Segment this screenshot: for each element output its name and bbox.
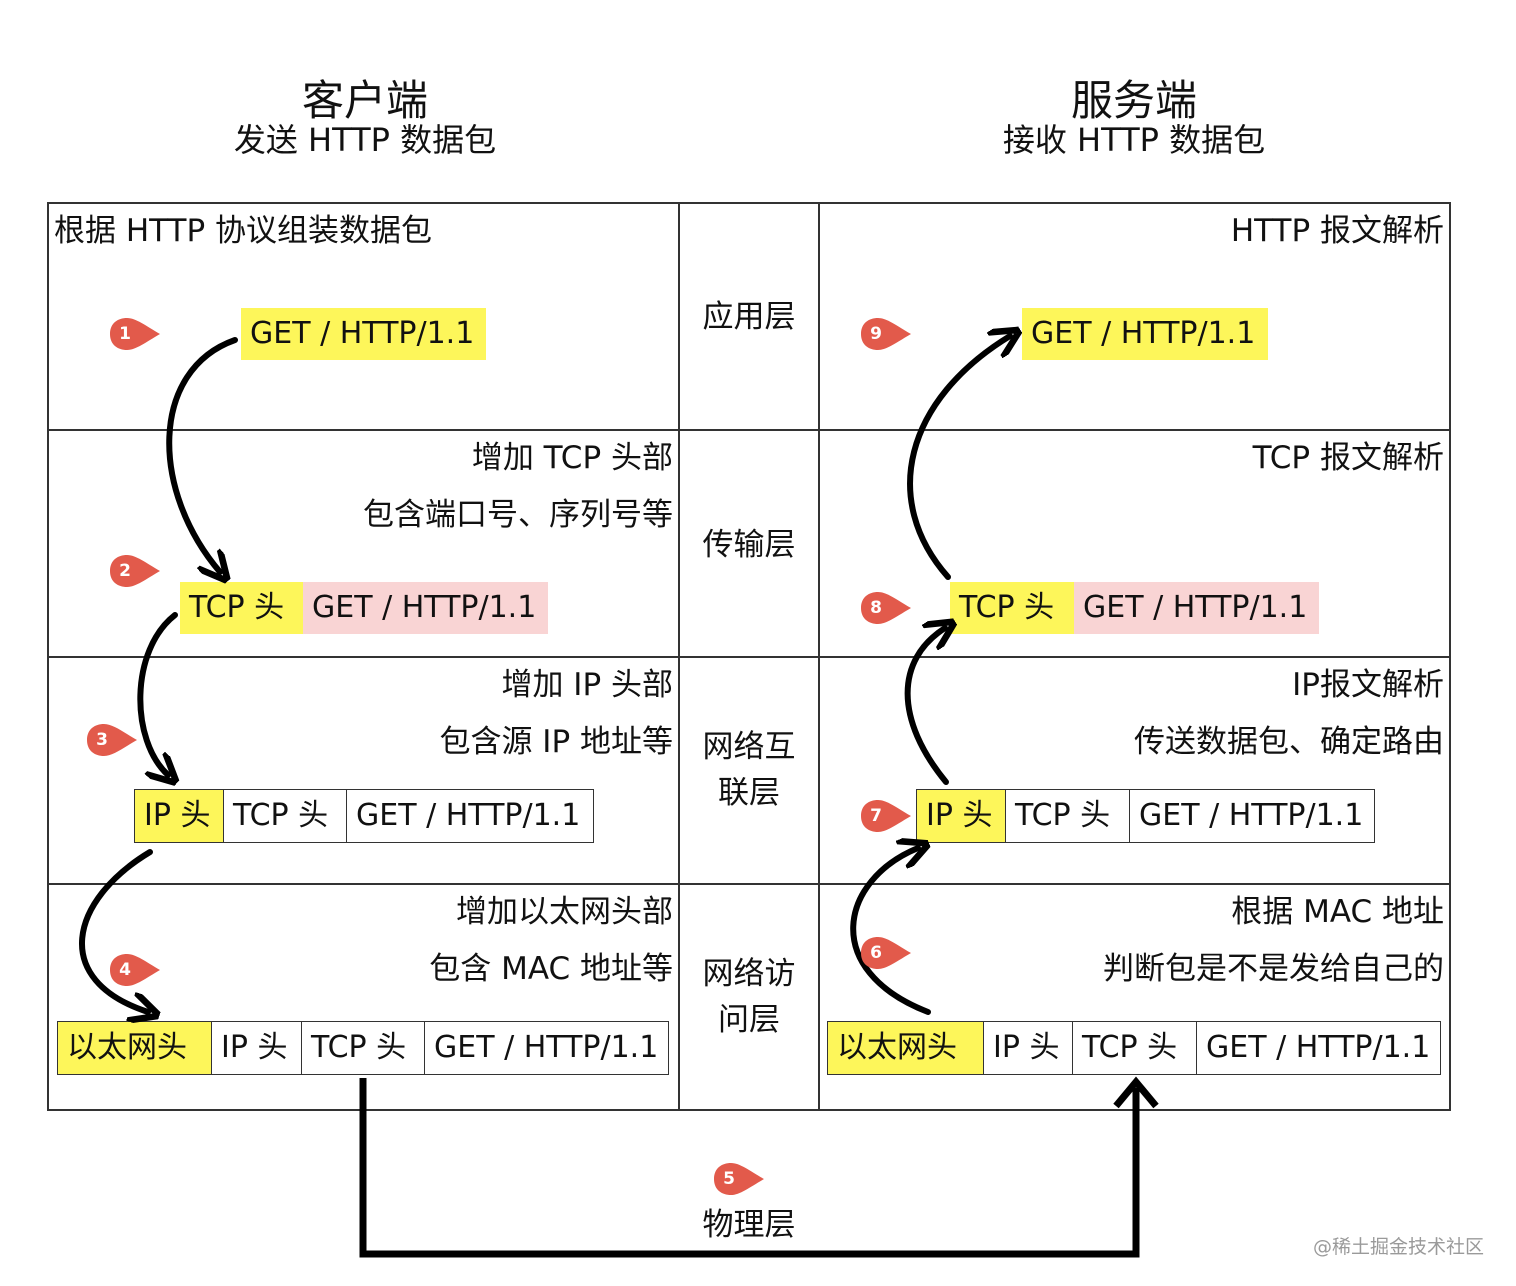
http-request-cell: GET / HTTP/1.1 [1074,582,1319,634]
grid-divider [48,883,1450,885]
client-title: 客户端 [301,76,428,125]
client-note-application: 根据 HTTP 协议组装数据包 [54,213,433,249]
server-note-link-2: 判断包是不是发给自己的 [1103,951,1444,987]
server-note-link-1: 根据 MAC 地址 [1231,894,1444,930]
client-packet-application: GET / HTTP/1.1 [241,308,486,360]
ethernet-header-cell: 以太网头 [828,1022,983,1074]
arrow-step-5-head [1113,1076,1159,1109]
grid-right-border [1449,202,1451,1111]
arrow-step-1-to-2 [166,337,238,572]
layer-link-line1: 网络访 [702,956,796,992]
step-marker-1: 1 [106,316,162,352]
ip-header-cell: IP 头 [983,1022,1072,1074]
layer-internet: 网络互 联层 [679,724,819,816]
server-packet-application: GET / HTTP/1.1 [1022,308,1268,360]
server-note-transport: TCP 报文解析 [1252,440,1444,476]
step-marker-4: 4 [106,952,162,988]
tcp-header-cell: TCP 头 [1005,790,1129,842]
client-note-internet-2: 包含源 IP 地址等 [439,724,673,760]
layer-internet-line1: 网络互 [702,729,796,765]
ip-header-cell: IP 头 [917,790,1005,842]
server-packet-internet: IP 头 TCP 头 GET / HTTP/1.1 [916,789,1375,843]
tcp-header-cell: TCP 头 [223,790,346,842]
grid-bottom-border [48,1109,1450,1111]
ip-header-cell: IP 头 [135,790,223,842]
arrow-step-5-physical [359,1078,1140,1258]
step-marker-6: 6 [857,935,913,971]
arrow-step-3-to-4 [79,849,150,1012]
client-packet-internet: IP 头 TCP 头 GET / HTTP/1.1 [134,789,594,843]
grid-left-border [47,202,49,1111]
server-note-application: HTTP 报文解析 [1230,213,1444,249]
layer-link-line2: 问层 [718,1002,780,1038]
client-note-link-2: 包含 MAC 地址等 [429,951,673,987]
client-packet-transport: TCP 头 GET / HTTP/1.1 [180,582,548,634]
client-note-internet-1: 增加 IP 头部 [501,667,673,703]
step-marker-3: 3 [83,722,139,758]
step-marker-7: 7 [857,798,913,834]
grid-column-divider [678,202,680,1111]
http-request-cell: GET / HTTP/1.1 [1129,790,1374,842]
step-marker-9: 9 [857,316,913,352]
grid-divider [48,656,1450,658]
ethernet-header-cell: 以太网头 [58,1022,211,1074]
client-subtitle: 发送 HTTP 数据包 [233,121,497,159]
http-request-cell: GET / HTTP/1.1 [424,1022,668,1074]
arrow-step-8-to-9 [907,336,1010,580]
step-marker-5: 5 [710,1161,766,1197]
ip-header-cell: IP 头 [211,1022,301,1074]
grid-top-border [48,202,1450,204]
layer-physical: 物理层 [702,1207,796,1243]
step-marker-8: 8 [857,590,913,626]
client-packet-link: 以太网头 IP 头 TCP 头 GET / HTTP/1.1 [57,1021,669,1075]
server-packet-link: 以太网头 IP 头 TCP 头 GET / HTTP/1.1 [827,1021,1441,1075]
grid-divider [48,429,1450,431]
http-request-cell: GET / HTTP/1.1 [1196,1022,1440,1074]
arrow-step-2-to-3 [137,612,175,775]
server-note-internet-2: 传送数据包、确定路由 [1134,724,1444,760]
client-note-link-1: 增加以太网头部 [456,894,673,930]
server-title: 服务端 [1070,76,1197,125]
http-request-cell: GET / HTTP/1.1 [1022,308,1268,360]
server-packet-transport: TCP 头 GET / HTTP/1.1 [950,582,1319,634]
grid-column-divider [818,202,820,1111]
layer-link: 网络访 问层 [679,951,819,1043]
layer-transport: 传输层 [702,527,796,563]
tcp-header-cell: TCP 头 [950,582,1074,634]
server-subtitle: 接收 HTTP 数据包 [1002,121,1266,159]
http-request-cell: GET / HTTP/1.1 [303,582,548,634]
client-note-transport-1: 增加 TCP 头部 [471,440,673,476]
arrow-step-7-to-8 [904,628,946,785]
tcp-header-cell: TCP 头 [301,1022,424,1074]
arrow-step-6-to-7 [850,848,928,1015]
step-marker-2: 2 [106,553,162,589]
watermark: @稀土掘金技术社区 [1312,1236,1484,1258]
tcp-header-cell: TCP 头 [1072,1022,1196,1074]
layer-internet-line2: 联层 [718,775,780,811]
server-note-internet-1: IP报文解析 [1292,667,1444,703]
http-request-cell: GET / HTTP/1.1 [241,308,486,360]
http-request-cell: GET / HTTP/1.1 [346,790,593,842]
layer-application: 应用层 [702,299,796,335]
tcp-header-cell: TCP 头 [180,582,303,634]
client-note-transport-2: 包含端口号、序列号等 [363,497,673,533]
